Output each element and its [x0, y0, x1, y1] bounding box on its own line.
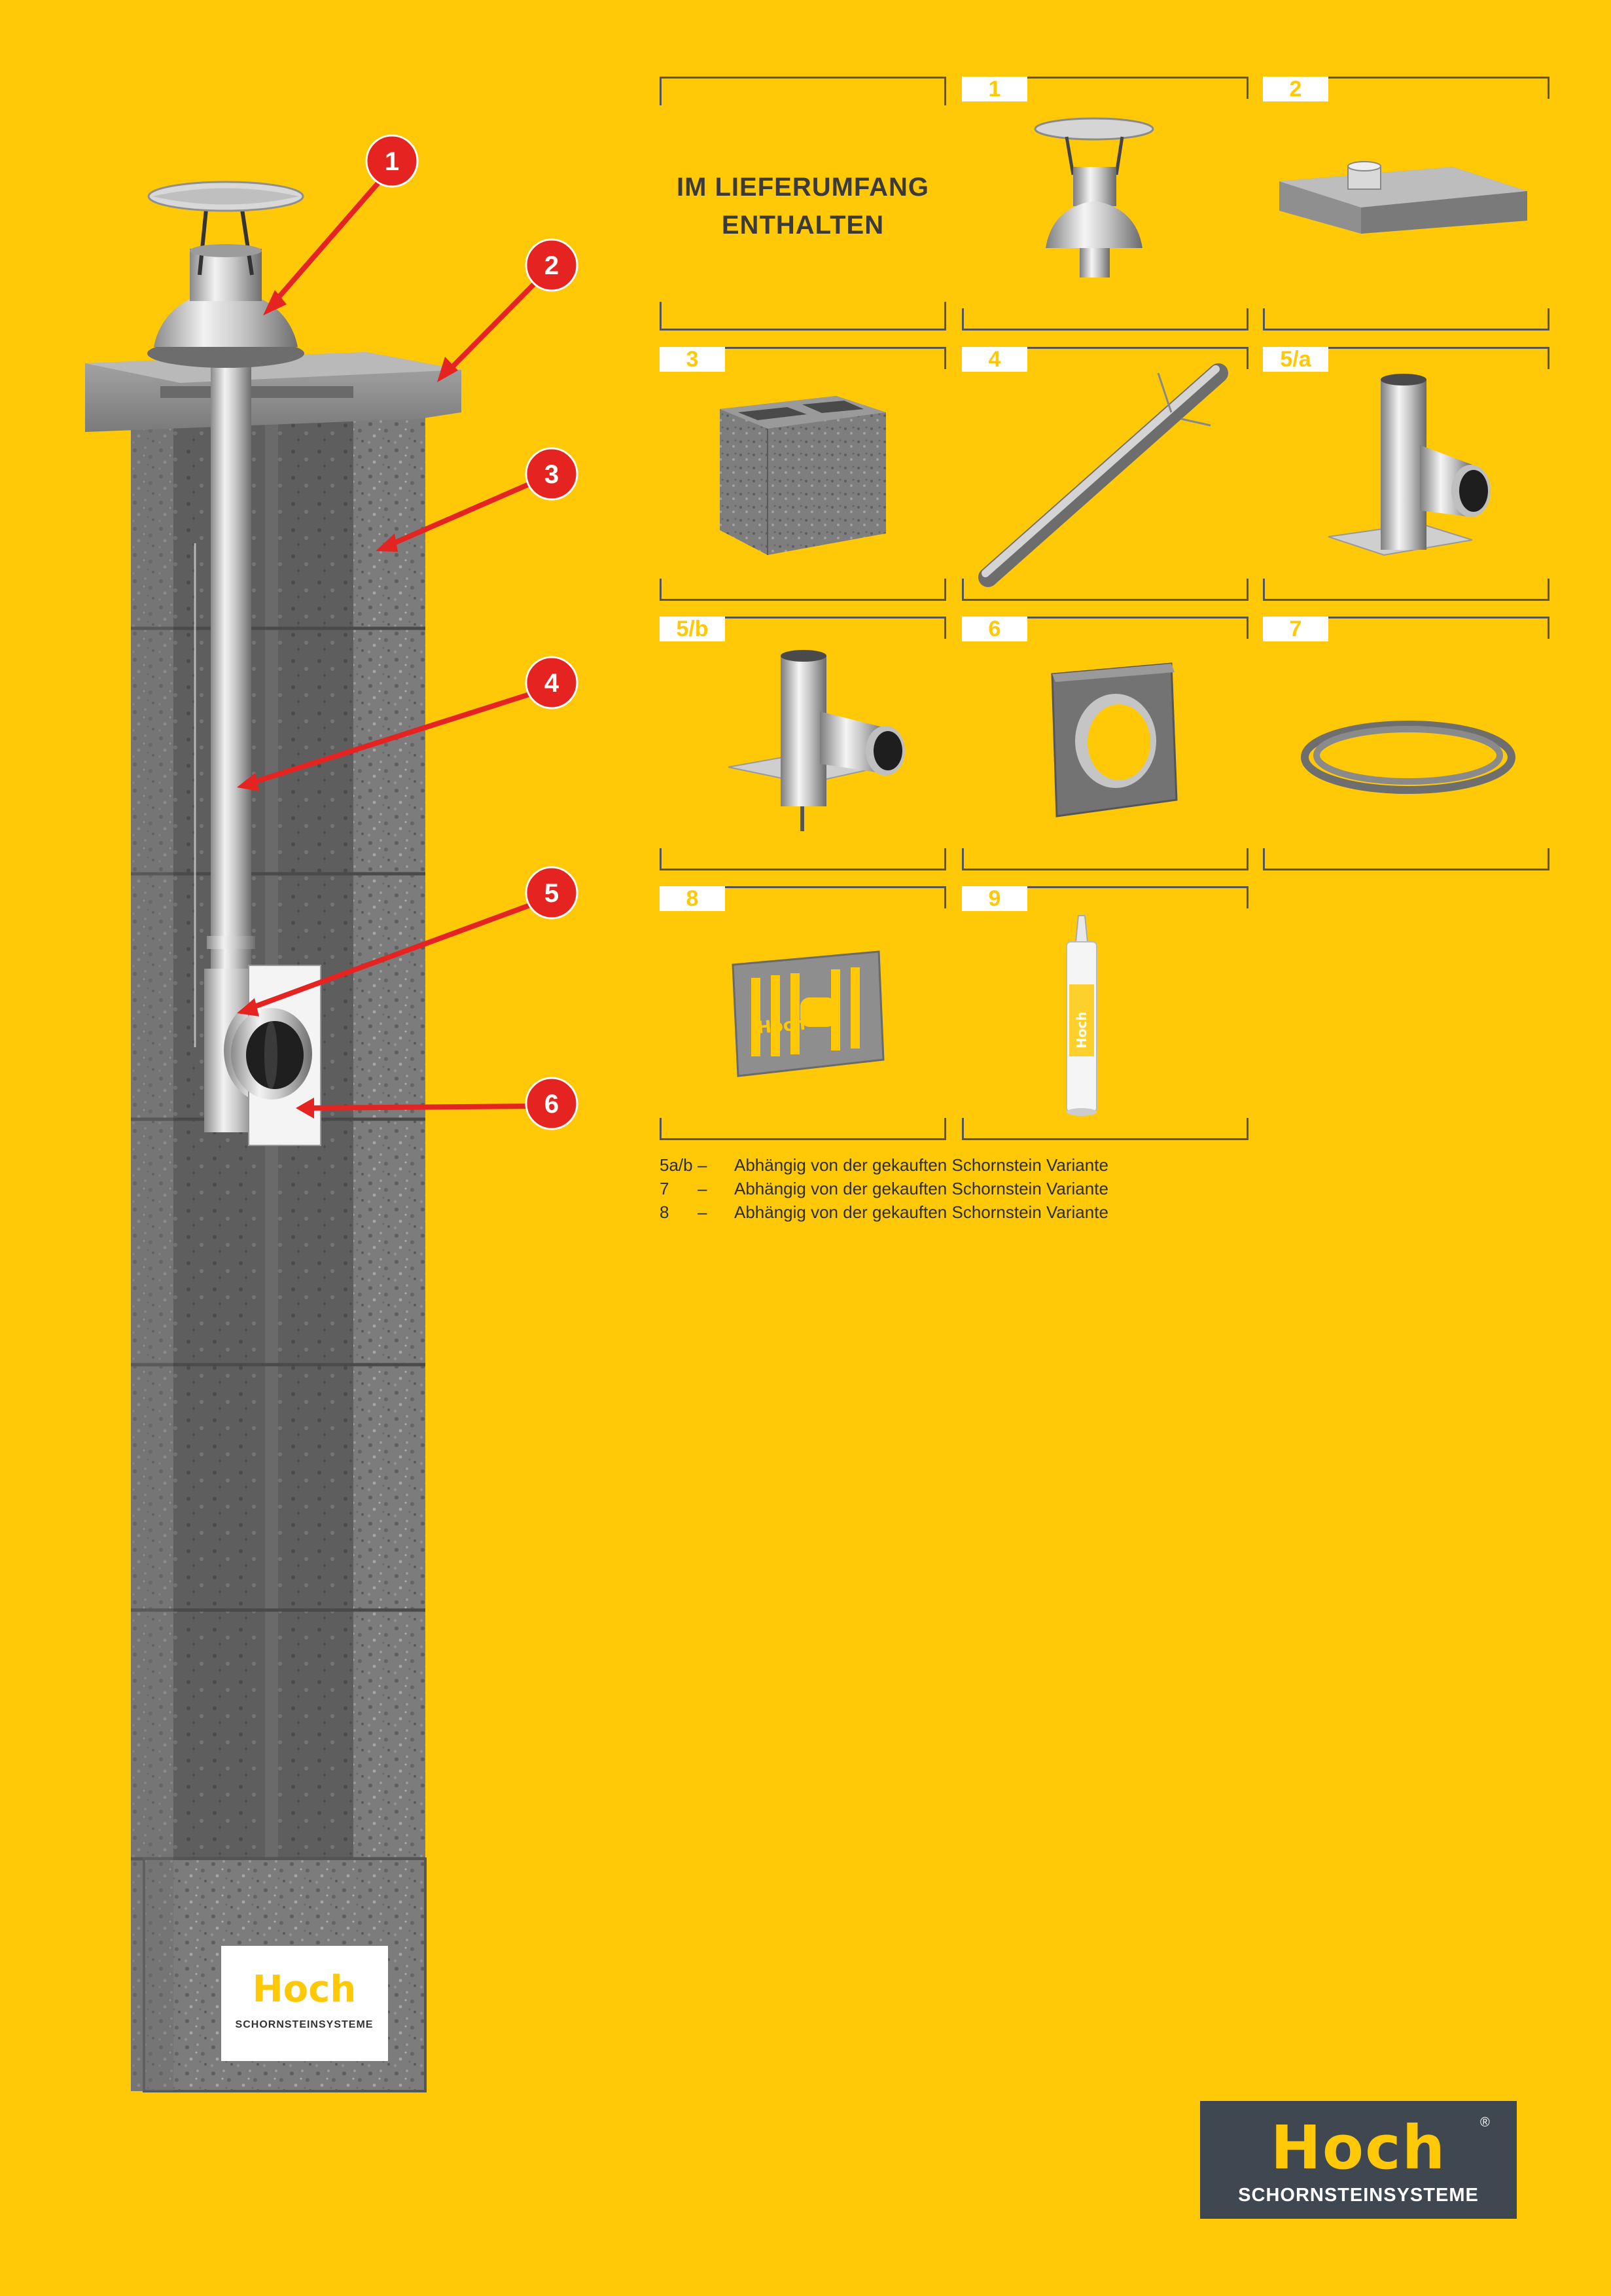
note-row: 7 – Abhängig von der gekauften Schornste…	[660, 1179, 1108, 1198]
callout-5: 5	[525, 866, 578, 920]
part-label: 2	[1263, 77, 1328, 101]
part-label: 6	[962, 617, 1027, 641]
callout-6: 6	[525, 1077, 578, 1130]
sealing-ring-image	[1301, 721, 1515, 794]
chimney-cap-image	[1034, 117, 1154, 278]
part-cell-6: 6	[962, 617, 1248, 870]
chimney-block-image	[720, 396, 886, 555]
chimney-cross-section: Hoch SCHORNSTEINSYSTEME 1 2 3 4 5	[85, 134, 578, 2092]
sealant-cartridge-image: Hoch	[1066, 915, 1097, 1116]
part-cell-5a: 5/a	[1263, 347, 1549, 601]
chimney-block-stack	[85, 352, 461, 2092]
part-label: 1	[962, 77, 1027, 101]
part-cell-2: 2	[1263, 77, 1549, 331]
logo-registered-mark: ®	[1480, 2115, 1490, 2130]
part-cell-5b: 5/b	[660, 617, 946, 870]
intro-line-2: ENTHALTEN	[721, 211, 885, 240]
svg-text:3: 3	[544, 460, 559, 489]
svg-text:6: 6	[544, 1090, 559, 1119]
callout-2: 2	[525, 238, 578, 292]
logo-wordmark: Hoch	[1270, 2113, 1447, 2183]
badge-brand: Hoch	[253, 1968, 356, 2011]
intro-cell: IM LIEFERUMFANG ENTHALTEN	[660, 77, 946, 331]
part-label: 9	[962, 886, 1027, 911]
flue-pipe-assembly	[194, 363, 321, 1146]
cover-plate-image	[1279, 161, 1527, 234]
chimney-cap	[147, 181, 304, 368]
callout-arrowheads	[237, 290, 458, 1119]
part-cell-4: 4	[962, 347, 1248, 601]
flue-pipe-image	[978, 363, 1228, 587]
part-cell-8: 8 Hoch	[660, 886, 946, 1140]
part-cell-1: 1	[962, 77, 1248, 331]
intro-line-1: IM LIEFERUMFANG	[676, 173, 930, 202]
vent-grille-image: Hoch	[732, 950, 885, 1077]
part-label: 8	[660, 886, 725, 911]
part-label: 5/b	[660, 617, 725, 641]
svg-text:1: 1	[385, 147, 399, 176]
callout-3: 3	[525, 447, 578, 501]
part-label: 4	[962, 347, 1027, 372]
badge-subtitle: SCHORNSTEINSYSTEME	[236, 2019, 374, 2030]
logo-subtitle: SCHORNSTEINSYSTEME	[1238, 2185, 1479, 2206]
chimney-brand-badge: Hoch SCHORNSTEINSYSTEME	[221, 1946, 388, 2061]
grille-brand: Hoch	[756, 1014, 806, 1038]
svg-text:4: 4	[544, 669, 559, 698]
part-cell-7: 7	[1263, 617, 1549, 870]
svg-text:2: 2	[544, 251, 559, 280]
svg-text:5: 5	[544, 879, 559, 908]
callout-1: 1	[365, 134, 419, 188]
part-cell-9: 9 Hoch	[962, 886, 1248, 1140]
part-cell-3: 3	[660, 347, 946, 601]
callout-4: 4	[525, 656, 578, 709]
part-label: 7	[1263, 617, 1328, 641]
variant-notes: 5a/b – Abhängig von der gekauften Schorn…	[660, 1153, 1108, 1224]
callout-arrows	[246, 173, 539, 1111]
note-row: 5a/b – Abhängig von der gekauften Schorn…	[660, 1155, 1108, 1175]
brand-logo: Hoch ® SCHORNSTEINSYSTEME	[1200, 2101, 1517, 2219]
tee-connector-a-image	[1328, 374, 1491, 556]
intro-heading: IM LIEFERUMFANG ENTHALTEN	[660, 168, 946, 244]
part-label: 3	[660, 347, 725, 372]
cartridge-brand: Hoch	[1074, 1011, 1089, 1049]
note-row: 8 – Abhängig von der gekauften Schornste…	[660, 1202, 1108, 1222]
wall-plate-image	[1051, 662, 1178, 817]
tee-connector-b-image	[728, 650, 905, 831]
part-label: 5/a	[1263, 347, 1328, 372]
